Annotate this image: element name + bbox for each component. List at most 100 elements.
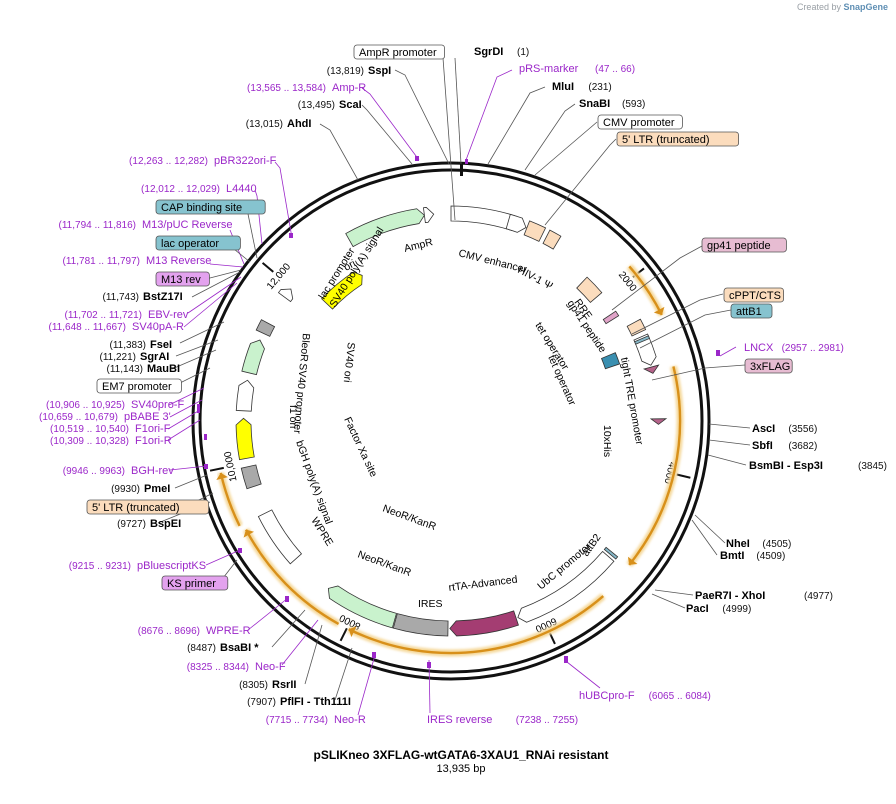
feature-rre[interactable] <box>576 276 603 303</box>
callout-ltr5-top[interactable]: 5' LTR (truncated) <box>616 131 739 147</box>
callout-sspi[interactable]: (13,819)SspI <box>327 65 391 77</box>
callout-pos-rsrii: (8305) <box>239 680 268 691</box>
feature-rtta-advanced[interactable] <box>449 610 519 637</box>
callout-snabi[interactable]: (593)SnaBI <box>579 98 645 110</box>
orf-2 <box>348 595 605 655</box>
callout-mlui[interactable]: (231)MluI <box>552 81 612 93</box>
leader-snabi <box>524 103 576 171</box>
feature-tet-operator[interactable] <box>600 352 621 370</box>
callout-cmv-promoter[interactable]: CMV promoter <box>597 114 683 130</box>
callout-m13-rev[interactable]: M13 rev <box>155 271 210 287</box>
callout-pos-ires-reverse: (7238 .. 7255) <box>516 715 578 726</box>
feature-cppt-cts[interactable] <box>626 318 647 337</box>
callout-amp-r[interactable]: (13,565 .. 13,584)Amp-R <box>247 82 366 94</box>
feature-f1-ori[interactable] <box>235 417 255 461</box>
leader-sv40pa-r <box>183 282 238 328</box>
feature-bgh-poly-a-signal[interactable] <box>240 464 262 490</box>
callout-pflfi[interactable]: (7907)PflFI - Tth111I <box>247 696 351 708</box>
callout-ebv-rev[interactable]: (11,702 .. 11,721)EBV-rev <box>65 309 189 321</box>
callout-text-cppt: cPPT/CTS <box>729 290 781 302</box>
leader-neo-r <box>357 654 376 716</box>
callout-box-flag3x <box>744 358 793 374</box>
callout-bmti[interactable]: (4509)BmtI <box>720 550 785 562</box>
callout-sbfi[interactable]: (3682)SbfI <box>752 440 817 452</box>
feature-ampr-promoter[interactable] <box>423 207 435 224</box>
callout-l4440[interactable]: (12,012 .. 12,029)L4440 <box>141 183 257 195</box>
callout-ks-primer[interactable]: KS primer <box>161 575 229 591</box>
feature-hiv-1-[interactable] <box>542 229 562 250</box>
callout-lac-operator[interactable]: lac operator <box>155 235 241 251</box>
callout-sgrai[interactable]: (11,221)SgrAI <box>99 351 169 363</box>
leader-hubcpro-f <box>566 661 601 689</box>
callout-maubi[interactable]: (11,143)MauBI <box>106 363 180 375</box>
feature-ori[interactable] <box>321 271 363 310</box>
callout-pos-f1ori-f: (10,519 .. 10,540) <box>50 424 129 435</box>
callout-asci[interactable]: (3556)AscI <box>752 423 817 435</box>
callout-cppt[interactable]: cPPT/CTS <box>723 287 784 303</box>
callout-text-snabi: SnaBI <box>579 98 610 110</box>
callout-gp41-peptide[interactable]: gp41 peptide <box>701 237 787 253</box>
callout-text-cmv-promoter: CMV promoter <box>603 117 675 129</box>
callout-f1ori-r[interactable]: (10,309 .. 10,328)F1ori-R <box>50 435 172 447</box>
callout-bstz17i[interactable]: (11,743)BstZ17I <box>102 291 182 303</box>
callout-scai[interactable]: (13,495)ScaI <box>298 99 362 111</box>
callout-text-m13-puc-rev: M13/pUC Reverse <box>142 219 232 231</box>
mark-lncx <box>716 350 720 356</box>
callout-bsabi[interactable]: (8487)BsaBI * <box>187 642 259 654</box>
feature-3xflag[interactable] <box>642 364 660 374</box>
feature-attb1[interactable] <box>634 335 651 345</box>
callout-prs-marker[interactable]: (47 .. 66)pRS-marker <box>519 63 635 75</box>
callout-ltr5-bottom[interactable]: 5' LTR (truncated) <box>86 499 209 515</box>
callout-pos-l4440: (12,012 .. 12,029) <box>141 184 220 195</box>
callout-pmei[interactable]: (9930)PmeI <box>111 483 170 495</box>
callout-m13-reverse[interactable]: (11,781 .. 11,797)M13 Reverse <box>63 255 212 267</box>
callout-pbabe3[interactable]: (10,659 .. 10,679)pBABE 3' <box>39 411 171 423</box>
leader-m13-reverse <box>209 263 244 268</box>
callout-pos-m13-reverse: (11,781 .. 11,797) <box>63 256 140 267</box>
callout-ahdi[interactable]: (13,015)AhdI <box>246 118 312 130</box>
callout-m13-puc-rev[interactable]: (11,794 .. 11,816)M13/pUC Reverse <box>59 219 233 231</box>
feature-lac-promoter[interactable] <box>277 288 294 303</box>
feature-sv40-promoter[interactable] <box>235 379 255 412</box>
feature-sv40-poly-a-signal[interactable] <box>255 319 276 337</box>
callout-paci[interactable]: (4999)PacI <box>686 603 751 615</box>
feature-wpre[interactable] <box>257 509 303 565</box>
callout-lncx[interactable]: (2957 .. 2981)LNCX <box>744 342 844 354</box>
callout-f1ori-f[interactable]: (10,519 .. 10,540)F1ori-F <box>50 423 171 435</box>
callout-pos-pmei: (9930) <box>111 484 140 495</box>
callout-hubcpro-f[interactable]: (6065 .. 6084)hUBCpro-F <box>579 690 711 702</box>
callout-bgh-rev[interactable]: (9946 .. 9963)BGH-rev <box>63 465 175 477</box>
callout-sv40pro-f[interactable]: (10,906 .. 10,925)SV40pro-F <box>46 399 184 411</box>
callout-bspei[interactable]: (9727)BspEI <box>117 518 181 530</box>
callout-flag3x[interactable]: 3xFLAG <box>744 358 793 374</box>
callout-neo-f[interactable]: (8325 .. 8344)Neo-F <box>187 661 286 673</box>
callout-sv40pa-r[interactable]: (11,648 .. 11,667)SV40pA-R <box>49 321 184 333</box>
callout-rsrii[interactable]: (8305)RsrII <box>239 679 296 691</box>
callout-neo-r[interactable]: (7715 .. 7734)Neo-R <box>266 714 366 726</box>
callout-fsei[interactable]: (11,383)FseI <box>109 339 172 351</box>
feature-5-ltr-truncated-[interactable] <box>523 220 547 242</box>
callout-cap-site[interactable]: CAP binding site <box>155 199 266 215</box>
callout-ampr-promoter[interactable]: AmpR promoter <box>353 44 445 60</box>
callout-nhei[interactable]: (4505)NheI <box>726 538 791 550</box>
feature-10xhis[interactable] <box>649 418 668 425</box>
callout-attb1[interactable]: attB1 <box>730 303 773 319</box>
feature-neor-kanr[interactable] <box>327 585 397 629</box>
callout-pos-paer7i: (4977) <box>804 591 833 602</box>
callout-bsmbi[interactable]: (3845)BsmBI - Esp3I <box>749 460 887 472</box>
callout-sgrdi[interactable]: (1)SgrDI <box>474 46 529 58</box>
callout-wpre-r[interactable]: (8676 .. 8696)WPRE-R <box>138 625 251 637</box>
feature-ires[interactable] <box>392 613 449 637</box>
callout-pbluescriptks[interactable]: (9215 .. 9231)pBluescriptKS <box>69 560 206 572</box>
feature-gp41-peptide[interactable] <box>602 310 620 325</box>
feature-ubc-promoter[interactable] <box>517 550 615 623</box>
leader-sgrdi <box>454 57 462 165</box>
callout-pbr322ori-f[interactable]: (12,263 .. 12,282)pBR322ori-F <box>129 155 277 167</box>
callout-paer7i[interactable]: (4977)PaeR7I - XhoI <box>695 590 833 602</box>
callout-ires-reverse[interactable]: (7238 .. 7255)IRES reverse <box>427 714 578 726</box>
feature-cmv-promoter[interactable] <box>505 213 527 233</box>
feature-attb2[interactable] <box>603 546 619 560</box>
callout-em7[interactable]: EM7 promoter <box>96 378 182 394</box>
feature-bleor[interactable] <box>241 339 265 376</box>
leader-bsmbi <box>707 454 747 466</box>
